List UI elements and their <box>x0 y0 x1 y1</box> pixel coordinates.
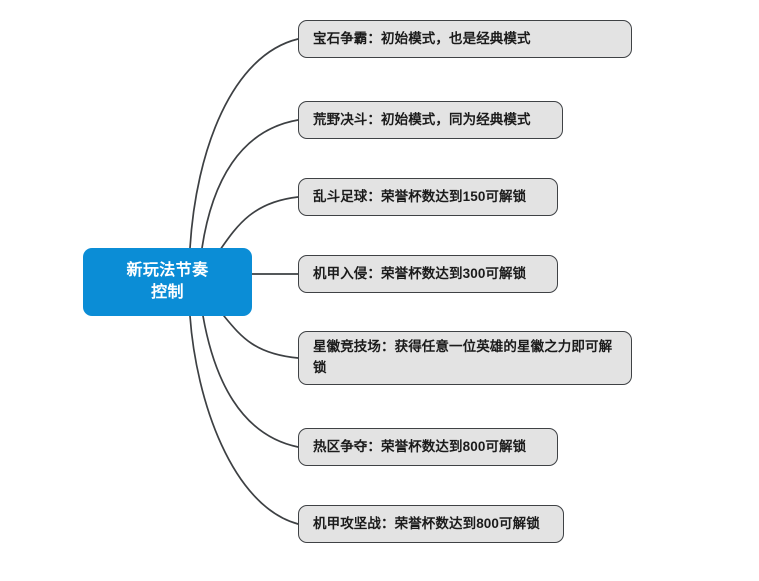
child-node-1[interactable]: 宝石争霸：初始模式，也是经典模式 <box>298 20 632 58</box>
root-node[interactable]: 新玩法节奏 控制 <box>83 248 252 316</box>
child-node-3[interactable]: 乱斗足球：荣誉杯数达到150可解锁 <box>298 178 558 216</box>
child-node-2[interactable]: 荒野决斗：初始模式，同为经典模式 <box>298 101 563 139</box>
child-node-2-label: 荒野决斗：初始模式，同为经典模式 <box>313 111 531 127</box>
child-node-4[interactable]: 机甲入侵：荣誉杯数达到300可解锁 <box>298 255 558 293</box>
child-node-7[interactable]: 机甲攻坚战：荣誉杯数达到800可解锁 <box>298 505 564 543</box>
child-node-5-label: 星徽竞技场：获得任意一位英雄的星徽之力即可解锁 <box>313 339 613 375</box>
root-node-label: 新玩法节奏 控制 <box>126 261 209 301</box>
child-node-1-label: 宝石争霸：初始模式，也是经典模式 <box>313 30 531 46</box>
child-node-4-label: 机甲入侵：荣誉杯数达到300可解锁 <box>313 265 527 281</box>
child-node-6-label: 热区争夺：荣誉杯数达到800可解锁 <box>313 438 527 454</box>
child-node-3-label: 乱斗足球：荣誉杯数达到150可解锁 <box>313 188 527 204</box>
connector-edge-3 <box>219 196 299 251</box>
connector-edge-7 <box>189 315 299 525</box>
connector-edge-5 <box>223 315 299 359</box>
child-node-7-label: 机甲攻坚战：荣誉杯数达到800可解锁 <box>313 515 540 531</box>
connector-edge-1 <box>189 38 299 249</box>
child-node-6[interactable]: 热区争夺：荣誉杯数达到800可解锁 <box>298 428 558 466</box>
connector-edge-2 <box>201 119 299 249</box>
child-node-5[interactable]: 星徽竞技场：获得任意一位英雄的星徽之力即可解锁 <box>298 331 632 385</box>
connector-edge-6 <box>202 315 299 448</box>
